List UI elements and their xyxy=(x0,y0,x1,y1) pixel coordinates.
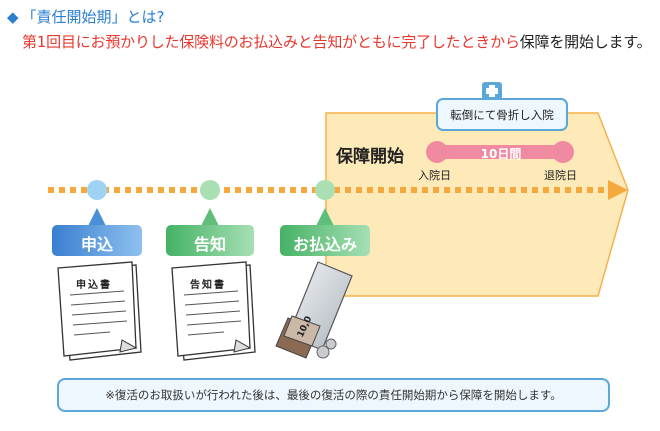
step-dot-payment xyxy=(315,180,335,200)
footer-note: ※復活のお取扱いが行われた後は、最後の復活の際の責任開始期から保障を開始します。 xyxy=(105,388,562,402)
step-box-notify xyxy=(166,225,254,256)
pointer-payment xyxy=(316,208,334,226)
duration-bar xyxy=(437,145,567,159)
step-label-payment: お払込み xyxy=(292,235,357,254)
step-dot-notify xyxy=(200,180,220,200)
footer-note-box: ※復活のお取扱いが行われた後は、最後の復活の際の責任開始期から保障を開始します。 xyxy=(57,378,610,412)
pointer-apply xyxy=(88,208,106,226)
step-dot-apply xyxy=(87,180,107,200)
diamond-icon: ◆ xyxy=(7,8,19,26)
step-box-payment xyxy=(280,225,370,256)
coverage-arrow xyxy=(325,112,629,297)
subtitle-black: 保障を開始します。 xyxy=(519,33,652,51)
duration-text: 10日間 xyxy=(480,147,522,161)
step-box-apply xyxy=(52,225,142,256)
pointer-notify xyxy=(201,208,219,226)
step-label-notify: 告知 xyxy=(193,235,226,254)
subtitle-red: 第1回目にお預かりした保険料のお払込みと告知がともに完了したときから xyxy=(22,33,520,51)
money-envelope xyxy=(275,261,353,359)
step-label-apply: 申込 xyxy=(80,235,113,254)
application-document xyxy=(57,261,142,361)
application-document-title: 申込書 xyxy=(76,280,112,291)
notification-document-title: 告知書 xyxy=(190,280,226,291)
hospital-event-text: 転倒にて骨折し入院 xyxy=(450,108,554,122)
heading-title: 「責任開始期」とは? xyxy=(21,8,165,26)
discharge-dot xyxy=(552,141,574,163)
subtitle: 第1回目にお預かりした保険料のお払込みと告知がともに完了したときから保障を開始し… xyxy=(22,31,652,52)
hospital-event-box xyxy=(436,98,568,131)
notification-document xyxy=(171,261,256,361)
timeline-arrowhead xyxy=(608,180,628,200)
discharge-label: 退院日 xyxy=(544,169,577,182)
admission-dot xyxy=(426,141,448,163)
heading: ◆「責任開始期」とは? xyxy=(7,6,165,27)
coverage-title: 保障開始 xyxy=(336,147,404,167)
admission-label: 入院日 xyxy=(418,169,451,182)
